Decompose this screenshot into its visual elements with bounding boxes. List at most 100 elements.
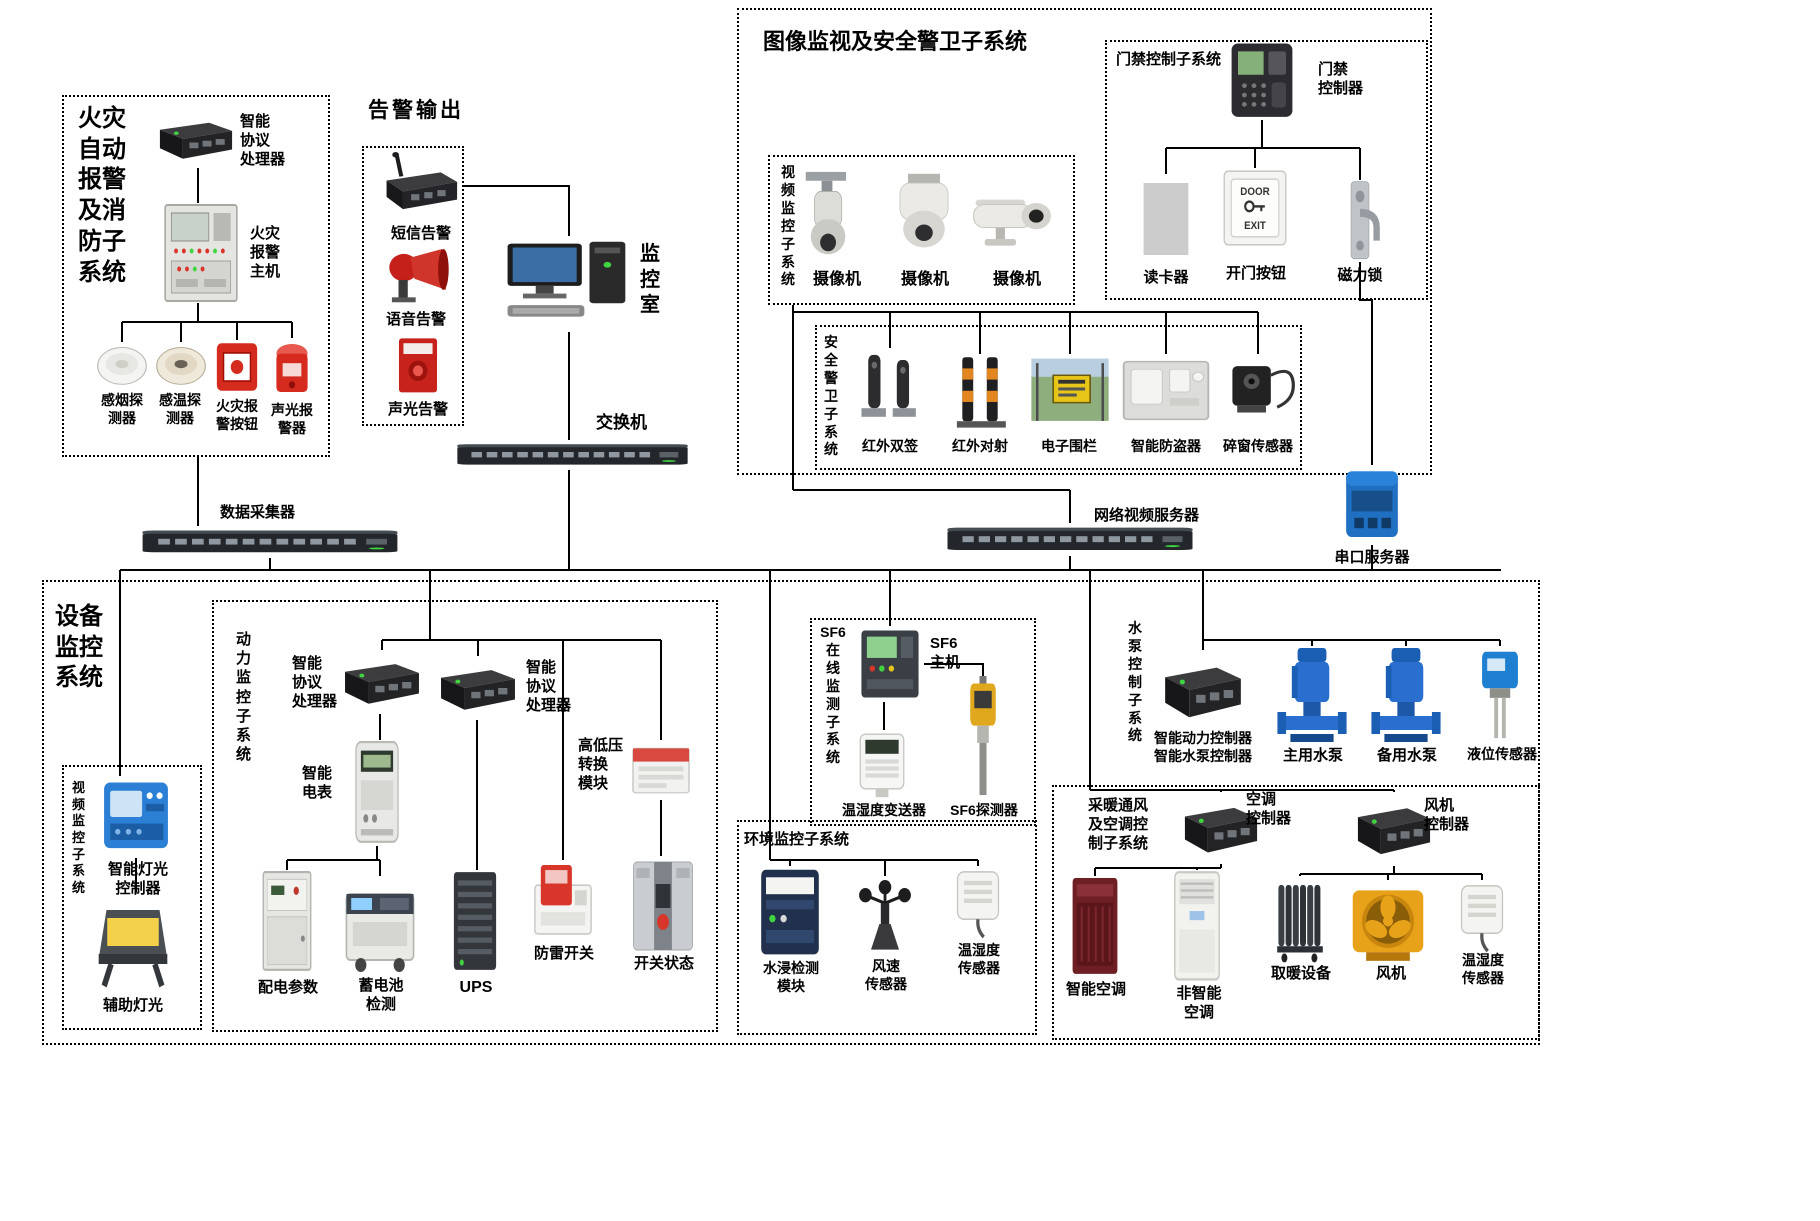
th-sensor-env-image — [946, 866, 1010, 940]
fan-controller-label: 风机 控制器 — [1424, 797, 1470, 834]
network-video-server-label: 网络视频服务器 — [1094, 507, 1200, 524]
security-guard-box — [815, 325, 1302, 470]
th-sensor-hvac-image — [1450, 880, 1514, 954]
access-control-box — [1105, 40, 1428, 300]
smart-meter-image — [346, 740, 408, 846]
backup-pump-label: 备用水泵 — [1376, 747, 1437, 764]
connection-line-30 — [924, 663, 984, 676]
protocol-processor-1-image — [340, 650, 424, 714]
ups-device-image — [442, 870, 508, 974]
auxiliary-light-label: 辅助灯光 — [102, 997, 163, 1014]
smoke-detector-image — [95, 342, 149, 388]
non-smart-ac-label: 非智能 空调 — [1176, 985, 1222, 1022]
data-collector-image — [140, 526, 400, 558]
sf6-monitoring-title: SF6 在 线 监 测 子 系 统 — [820, 624, 846, 766]
main-pump-image — [1276, 646, 1348, 746]
core-switch-label: 交换机 — [596, 413, 647, 432]
fire-strobe-alarm-image — [266, 338, 318, 398]
window-break-sensor-image — [1218, 354, 1298, 430]
electric-fence-label: 电子围栏 — [1041, 438, 1097, 454]
environment-title: 环境监控子系统 — [744, 831, 850, 848]
video-sub2-title: 视 频 监 控 子 系 统 — [72, 780, 86, 895]
water-leak-module-image — [750, 866, 830, 960]
access-controller-label: 门禁 控制器 — [1318, 61, 1364, 98]
breaker-switch-label: 开关状态 — [633, 955, 694, 972]
svg-text:DOOR: DOOR — [1240, 186, 1270, 199]
network-video-server-image — [945, 523, 1195, 556]
pump-controller-label: 智能动力控制器 智能水泵控制器 — [1154, 730, 1252, 764]
ac-controller-label: 空调 控制器 — [1246, 791, 1292, 828]
monitoring-room-title: 监 控 室 — [640, 243, 660, 317]
smart-ac-label: 智能空调 — [1065, 981, 1126, 998]
water-leak-label: 水浸检测 模块 — [763, 960, 819, 994]
heating-device-label: 取暖设备 — [1270, 965, 1331, 982]
dome-camera-label: 摄像机 — [900, 271, 949, 288]
ups-label: UPS — [459, 979, 493, 996]
data-collector-label: 数据采集器 — [220, 504, 296, 521]
level-sensor-label: 液位传感器 — [1467, 746, 1537, 762]
smoke-detector-label: 感烟探 测器 — [101, 392, 143, 426]
sms-alarm-label: 短信告警 — [390, 225, 451, 242]
exit-button-label: 开门按钮 — [1225, 265, 1286, 282]
anti-theft-device-image — [1120, 354, 1212, 430]
access-control-title: 门禁控制子系统 — [1116, 51, 1222, 68]
ir-beam-detector-image — [946, 354, 1014, 434]
serial-server-image — [1338, 465, 1406, 545]
power-distribution-cabinet-image — [254, 870, 320, 974]
anti-theft-label: 智能防盗器 — [1131, 438, 1201, 454]
connection-line-69 — [1359, 262, 1373, 465]
smart-meter-label: 智能 电表 — [302, 765, 333, 802]
sf6-host-image — [856, 626, 924, 702]
fan-device-image — [1346, 880, 1430, 966]
sf6-detector-image — [954, 676, 1012, 800]
exit-button-image: DOOR EXIT — [1220, 168, 1290, 248]
th-transmitter-image — [850, 730, 914, 800]
non-smart-ac-image — [1160, 870, 1234, 984]
power-cabinet-label: 配电参数 — [257, 979, 318, 996]
security-guard-title: 安 全 警 卫 子 系 统 — [824, 334, 838, 458]
ptz-camera-image — [800, 168, 872, 266]
smart-light-controller-image — [98, 776, 174, 858]
sms-alarm-device-image — [380, 152, 462, 220]
hvac-box — [1052, 785, 1540, 1040]
fan-device-label: 风机 — [1375, 965, 1406, 982]
fire-protocol-processor-image — [155, 110, 237, 168]
dome-camera-image — [884, 172, 964, 264]
core-switch-image — [455, 440, 690, 470]
battery-tester-label: 蓄电池 检测 — [358, 977, 404, 1014]
th-sensor-env-label: 温湿度 传感器 — [958, 942, 1000, 976]
ac-controller-image — [1180, 792, 1262, 864]
card-reader-image — [1138, 174, 1194, 264]
sf6-host-label: SF6 主机 — [930, 635, 961, 672]
svg-text:EXIT: EXIT — [1244, 219, 1266, 232]
fire-protocol-processor-label: 智能 协议 处理器 — [240, 113, 286, 169]
bullet-camera-image — [970, 180, 1062, 262]
protocol-processor-2-label: 智能 协议 处理器 — [526, 659, 572, 715]
fire-alarm-host-label: 火灾 报警 主机 — [250, 225, 281, 281]
heat-detector-label: 感温探 测器 — [159, 392, 201, 426]
sf6-monitoring-box — [810, 618, 1036, 826]
wind-speed-label: 风速 传感器 — [865, 958, 907, 992]
ir-dual-label: 红外双签 — [862, 438, 918, 454]
connection-line-8 — [464, 185, 570, 236]
fire-alarm-host-image — [162, 203, 240, 303]
surge-protector-image — [526, 860, 600, 944]
auxiliary-light-image — [94, 892, 172, 992]
hv-lv-module-label: 高低压 转换 模块 — [578, 737, 624, 793]
fire-strobe-label: 声光报 警器 — [271, 402, 313, 436]
serial-server-label: 串口服务器 — [1334, 549, 1410, 566]
fan-controller-image — [1353, 792, 1435, 866]
fire-alarm-button-label: 火灾报 警按钮 — [216, 398, 258, 432]
voice-alarm-device-image — [384, 244, 450, 306]
alarm-output-title: 告警输出 — [368, 99, 464, 122]
protocol-processor-2-image — [436, 656, 520, 720]
fire-alarm-button-image — [213, 340, 261, 394]
backup-pump-image — [1370, 646, 1442, 746]
environment-box — [737, 820, 1037, 1035]
video-surveillance-title: 视 频 监 控 子 系 统 — [781, 164, 795, 288]
fire-subsystem-box — [62, 95, 330, 457]
sound-light-alarm-device-image — [390, 336, 446, 396]
equipment-monitoring-title: 设备 监控 系统 — [55, 603, 103, 692]
magnetic-lock-image — [1328, 180, 1392, 262]
